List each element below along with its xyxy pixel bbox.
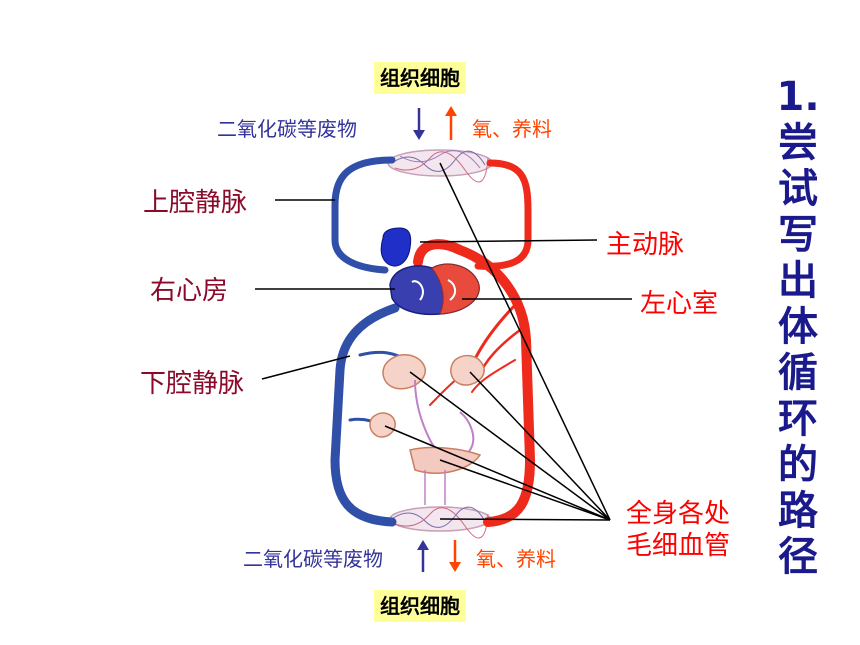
capillaries-label-line2: 毛细血管 <box>626 531 731 561</box>
arrow-up-icon <box>417 540 429 550</box>
bottom-nutrients-label: 氧、养料 <box>476 547 556 571</box>
bottom-tissue-cells-label: 组织细胞 <box>374 590 466 622</box>
organs <box>369 354 485 505</box>
arrow-up-icon <box>445 106 457 116</box>
arrow-down-icon <box>449 562 461 572</box>
arrow-down-icon <box>413 130 425 140</box>
title-char: 试 <box>778 166 818 212</box>
top-arrows <box>413 106 457 140</box>
title-char: 循 <box>778 350 818 396</box>
vertical-title: 1. 尝 试 写 出 体 循 环 的 路 径 <box>774 74 822 580</box>
left-ventricle-label: 左心室 <box>640 289 719 319</box>
capillaries-label: 全身各处 毛细血管 <box>626 498 730 562</box>
top-waste-label: 二氧化碳等废物 <box>217 117 357 141</box>
right-atrium-label: 右心房 <box>150 276 229 306</box>
leader-lines <box>255 162 632 521</box>
title-char: 体 <box>778 304 818 350</box>
title-char: 环 <box>778 396 818 442</box>
superior-vena-cava-label: 上腔静脉 <box>143 188 248 218</box>
bottom-waste-label: 二氧化碳等废物 <box>243 547 383 571</box>
title-char: 的 <box>778 442 818 488</box>
title-char: 1. <box>776 74 820 120</box>
veins <box>330 156 412 527</box>
top-nutrients-label: 氧、养料 <box>472 117 552 141</box>
inferior-vena-cava-label: 下腔静脉 <box>140 369 245 399</box>
capillaries-label-line1: 全身各处 <box>626 499 731 529</box>
title-char: 写 <box>778 212 818 258</box>
title-char: 径 <box>778 534 818 580</box>
top-tissue-cells-label: 组织细胞 <box>374 62 466 94</box>
heart <box>380 227 480 316</box>
title-char: 路 <box>778 488 818 534</box>
bottom-capillary-bed <box>389 506 491 539</box>
title-char: 尝 <box>778 120 818 166</box>
title-char: 出 <box>778 258 818 304</box>
aorta-label: 主动脉 <box>606 230 685 260</box>
top-capillary-bed <box>387 149 493 183</box>
bottom-arrows <box>417 540 461 572</box>
